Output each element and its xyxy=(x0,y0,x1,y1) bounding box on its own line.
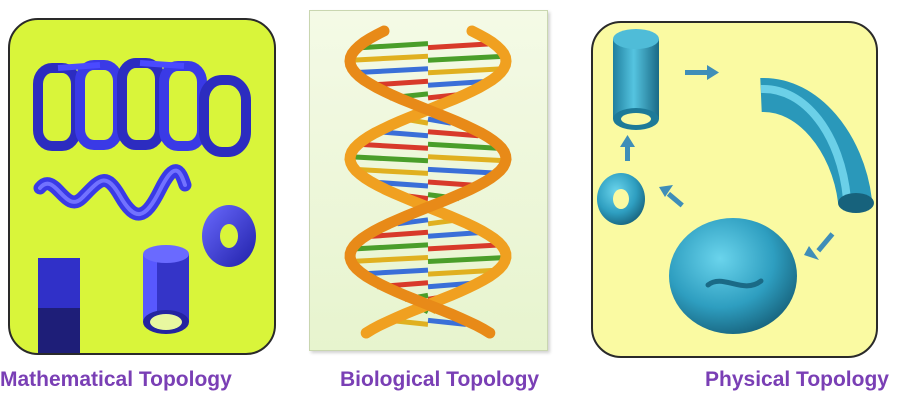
twisted-loops-shape xyxy=(38,63,246,152)
caption-physical-topology: Physical Topology xyxy=(705,368,889,392)
dna-base-pair-segment xyxy=(351,56,428,60)
math-topology-panel xyxy=(8,18,276,355)
dna-base-pair-segment xyxy=(428,258,506,262)
dna-base-pair-segment xyxy=(428,245,501,249)
dna-base-pair-segment xyxy=(350,157,428,161)
dna-base-pair-segment xyxy=(355,245,428,249)
dna-base-pair-segment xyxy=(428,144,498,148)
hollow-cylinder-shape xyxy=(613,29,659,130)
math-topology-illustration xyxy=(10,20,276,355)
caption-biological-topology: Biological Topology xyxy=(340,368,539,392)
phys-topology-illustration xyxy=(593,23,878,358)
dna-base-pair-segment xyxy=(428,44,494,48)
dna-base-pair-segment xyxy=(350,258,428,262)
dna-base-pair-segment xyxy=(358,144,428,148)
dna-double-helix xyxy=(310,11,548,351)
torus-shape xyxy=(202,205,256,267)
arrow-down-left-icon xyxy=(804,232,834,260)
phys-topology-panel xyxy=(591,21,878,358)
arrow-up-icon xyxy=(620,135,635,161)
dna-base-pair-segment xyxy=(352,69,428,73)
bio-topology-panel xyxy=(309,10,548,351)
torus-shape xyxy=(597,173,645,225)
caption-mathematical-topology: Mathematical Topology xyxy=(0,368,232,392)
dna-base-pair-segment xyxy=(428,69,504,73)
cube-shape xyxy=(38,258,80,355)
deformed-sphere-shape xyxy=(669,218,797,334)
dna-base-pair-segment xyxy=(428,56,505,60)
dna-base-pair-segment xyxy=(428,157,506,161)
arrow-right-icon xyxy=(685,65,719,80)
dna-base-pair-segment xyxy=(362,44,428,48)
cylinder-shape xyxy=(143,245,189,334)
curved-tube-shape xyxy=(761,89,874,213)
arrow-up-left-icon xyxy=(659,185,684,207)
